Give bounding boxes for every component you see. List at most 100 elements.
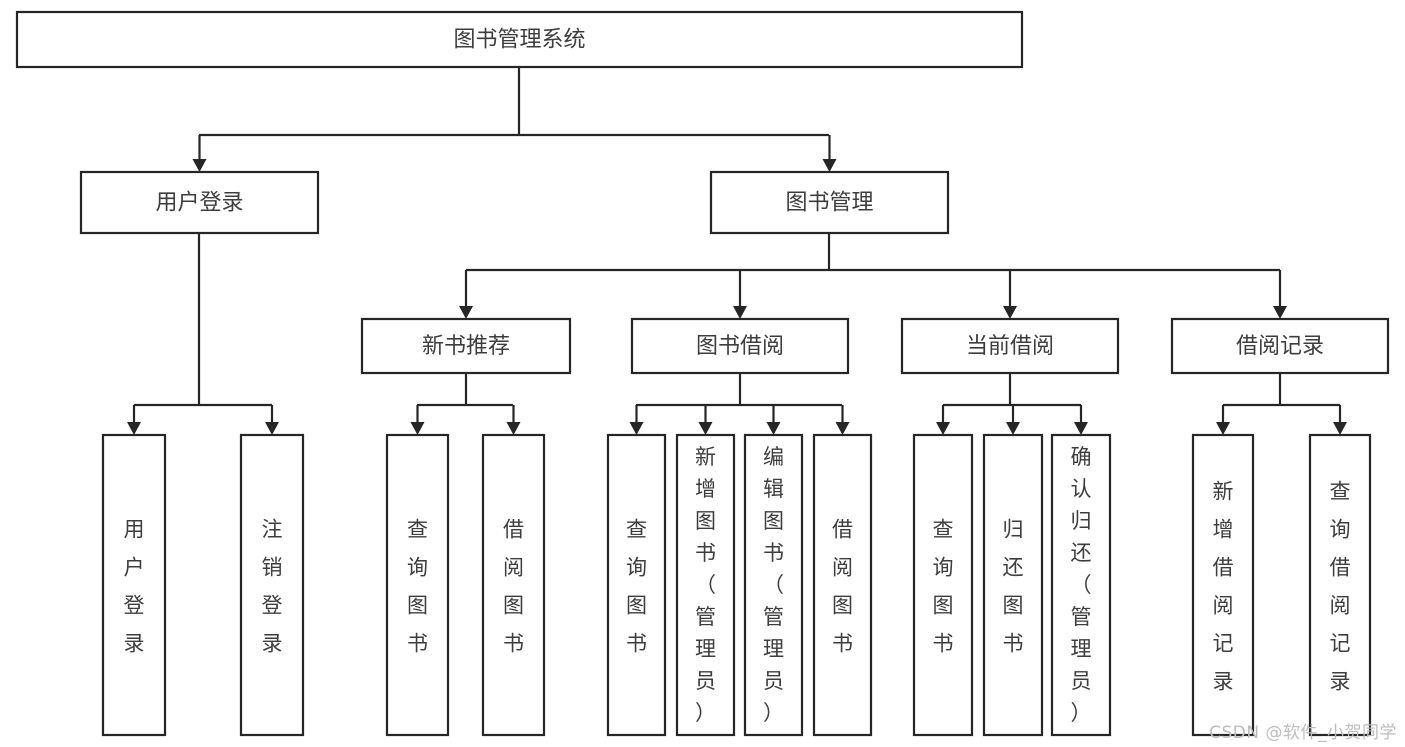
- csdn-watermark: CSDN @软件_小贺同学: [1209, 723, 1397, 743]
- leaf-node-rect: [912, 433, 974, 737]
- leaf-node-0[interactable]: 用户登录: [101, 433, 167, 737]
- connector-user-login-bus: [134, 233, 272, 407]
- leaf-node-label-char: （: [763, 573, 784, 597]
- leaf-node-rect: [1308, 433, 1372, 737]
- level3-node-label: 当前借阅: [966, 334, 1054, 359]
- root-node-label: 图书管理系统: [453, 28, 585, 53]
- arrow-to-node-leaf-3: [506, 405, 521, 435]
- leaf-node-label-char: 记: [1213, 631, 1234, 655]
- leaf-node-label-char: 录: [1213, 669, 1234, 693]
- leaf-node-rect: [812, 433, 873, 737]
- level3-node-label: 借阅记录: [1236, 334, 1324, 359]
- leaf-node-rect: [481, 433, 546, 737]
- leaf-node-label-char: 新: [1213, 479, 1234, 503]
- leaf-node-label-char: ）: [763, 701, 784, 725]
- leaf-node-rect: [982, 433, 1044, 737]
- leaf-node-label-char: 理: [695, 637, 716, 661]
- root-node-0[interactable]: 图书管理系统: [15, 10, 1024, 69]
- leaf-node-label-char: 询: [1330, 517, 1351, 541]
- leaf-node-label-char: 询: [933, 555, 954, 579]
- arrow-to-node-leaf-7: [835, 405, 850, 435]
- arrow-to-node-leaf-10: [1074, 405, 1088, 435]
- arrow-to-node-l3-3: [1273, 270, 1287, 319]
- leaf-node-label-char: 管: [695, 605, 716, 629]
- leaf-node-label-char: 借: [1213, 555, 1234, 579]
- leaf-node-label-char: 阅: [1330, 593, 1351, 617]
- leaf-node-label-char: 书: [503, 631, 524, 655]
- leaf-node-label-char: 询: [407, 555, 428, 579]
- leaf-node-label-char: 确: [1071, 445, 1092, 469]
- leaf-node-label-char: 还: [1071, 541, 1092, 565]
- leaf-node-label-char: 书: [933, 631, 954, 655]
- leaf-node-label-char: ）: [1071, 701, 1092, 725]
- leaf-node-rect: [675, 433, 736, 737]
- connector-borrow-bus: [636, 373, 842, 407]
- level2-node-0[interactable]: 用户登录: [79, 170, 320, 235]
- level2-node-rect: [709, 170, 950, 235]
- arrow-to-node-l3-0: [459, 270, 473, 319]
- leaf-node-label-char: 录: [124, 631, 145, 655]
- leaf-node-label-char: （: [695, 573, 716, 597]
- connector-layer: [127, 67, 1347, 435]
- leaf-node-rect: [1050, 433, 1112, 737]
- leaf-node-rect: [1191, 433, 1255, 737]
- arrow-to-node-l3-1: [733, 270, 747, 319]
- leaf-node-rect: [385, 433, 450, 737]
- leaf-node-label-char: 图: [933, 593, 954, 617]
- level3-node-0[interactable]: 新书推荐: [360, 317, 572, 375]
- leaf-node-label-char: （: [1071, 573, 1092, 597]
- level3-node-3[interactable]: 借阅记录: [1170, 317, 1390, 375]
- leaf-node-label-char: 销: [262, 555, 283, 579]
- leaf-node-label-char: 辑: [763, 477, 784, 501]
- level2-node-1[interactable]: 图书管理: [709, 170, 950, 235]
- leaf-node-label-char: 图: [407, 593, 428, 617]
- arrow-to-node-leaf-8: [936, 405, 950, 435]
- leaf-node-label-char: 增: [695, 477, 716, 501]
- leaf-node-label-char: ）: [695, 701, 716, 725]
- level3-node-label: 新书推荐: [422, 334, 510, 359]
- connector-root-bus: [199, 67, 829, 137]
- level3-node-rect: [1170, 317, 1390, 375]
- arrow-to-node-leaf-12: [1333, 405, 1347, 435]
- leaf-node-label-char: 图: [695, 509, 716, 533]
- level3-node-1[interactable]: 图书借阅: [630, 317, 850, 375]
- leaf-node-label-char: 借: [1330, 555, 1351, 579]
- leaf-node-label-char: 查: [933, 517, 954, 541]
- leaf-node-label-char: 阅: [503, 555, 524, 579]
- leaf-node-rect: [743, 433, 804, 737]
- leaf-node-rect: [101, 433, 167, 737]
- leaf-node-label-char: 归: [1071, 509, 1092, 533]
- arrow-to-node-leaf-1: [265, 405, 279, 435]
- leaf-node-label-char: 阅: [1213, 593, 1234, 617]
- level3-node-rect: [630, 317, 850, 375]
- level3-node-2[interactable]: 当前借阅: [900, 317, 1120, 375]
- level3-node-rect: [360, 317, 572, 375]
- node-layer: 图书管理系统用户登录图书管理新书推荐图书借阅当前借阅借阅记录用户登录注销登录查询…: [15, 10, 1390, 737]
- leaf-node-label-char: 书: [832, 631, 853, 655]
- leaf-node-label-char: 书: [407, 631, 428, 655]
- leaf-node-label-char: 录: [1330, 669, 1351, 693]
- leaf-node-label-char: 录: [262, 631, 283, 655]
- leaf-node-label-char: 登: [124, 593, 145, 617]
- leaf-node-label-char: 新: [695, 445, 716, 469]
- connector-new-book-bus: [417, 373, 513, 407]
- arrow-to-node-l3-2: [1003, 270, 1017, 319]
- level2-node-label: 图书管理: [785, 191, 873, 216]
- leaf-node-label-char: 增: [1213, 517, 1234, 541]
- leaf-node-label-char: 管: [763, 605, 784, 629]
- leaf-node-label-char: 归: [1003, 517, 1024, 541]
- leaf-node-label-char: 书: [1003, 631, 1024, 655]
